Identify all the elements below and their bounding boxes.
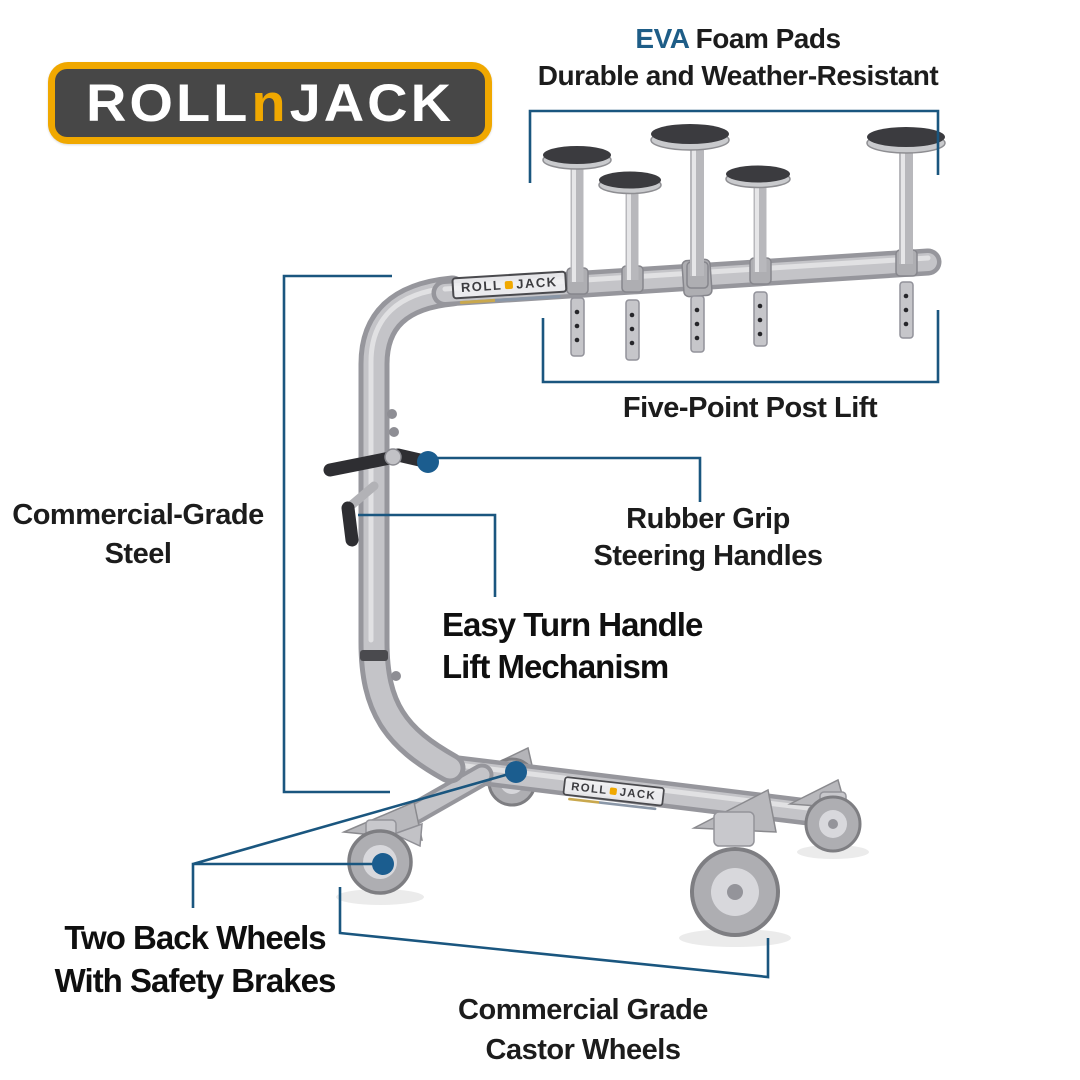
post-pad [542, 146, 612, 295]
peg [753, 291, 768, 347]
callout-castor-wheels: Commercial Grade Castor Wheels [458, 994, 708, 1066]
callout-rubber-grip-handles: Rubber Grip Steering Handles [593, 503, 823, 572]
callout-commercial-grade-steel: Commercial-Grade Steel [12, 499, 264, 570]
dot-back-wheel-left [372, 853, 394, 875]
mast-collar [360, 650, 388, 661]
eva-bracket [528, 109, 940, 183]
sticker-text-roll: ROLL [570, 779, 609, 797]
logo-text-roll: ROLL [85, 72, 251, 133]
callout-easy-turn-handle: Easy Turn Handle Lift Mechanism [442, 606, 703, 685]
dot-steering-handle [417, 451, 439, 473]
brake-pedal [392, 822, 423, 848]
easy-turn-leader [358, 513, 497, 597]
sticker-n-mark [505, 280, 514, 290]
caster-front-right [690, 811, 780, 937]
eva-foam-pads-line2: Durable and Weather-Resistant [537, 60, 939, 91]
floor-shadows [336, 845, 869, 947]
peg [899, 281, 914, 339]
adjustment-pegs [570, 281, 914, 361]
logo-n-glyph: n [251, 72, 289, 133]
sticker-text-jack: JACK [619, 784, 657, 803]
sticker-text-roll: ROLL [460, 277, 503, 295]
steel-mast [358, 275, 468, 784]
back-wheels-leader [191, 770, 517, 908]
callout-eva-foam-pads: EVA Foam Pads Durable and Weather-Resist… [512, 20, 964, 94]
rubber-grip-leader [428, 456, 702, 502]
five-point-bracket [541, 310, 940, 384]
peg [625, 299, 640, 361]
logo-text-jack: JACK [289, 72, 455, 133]
callout-five-point-post-lift: Five-Point Post Lift [622, 392, 878, 424]
castor-wheels-leader [338, 887, 770, 979]
callout-lines [191, 109, 940, 979]
eva-foam-pads-line1: EVA Foam Pads [635, 23, 841, 54]
lift-posts-and-pads [542, 124, 946, 295]
sticker-text-jack: JACK [515, 274, 558, 292]
steel-bracket [282, 274, 392, 794]
callout-dots [372, 451, 527, 875]
post-pad [866, 127, 946, 277]
callout-two-back-wheels: Two Back Wheels With Safety Brakes [54, 919, 337, 999]
post-pad [598, 171, 662, 293]
peg [690, 295, 705, 353]
post-pad [650, 124, 730, 289]
caster-far-right [804, 791, 862, 853]
peg [570, 297, 585, 357]
post-pad [725, 165, 791, 285]
crank-handle [341, 481, 379, 547]
dot-back-wheel-right [505, 761, 527, 783]
eva-highlight: EVA [635, 23, 689, 54]
sticker-n-mark [609, 787, 618, 796]
